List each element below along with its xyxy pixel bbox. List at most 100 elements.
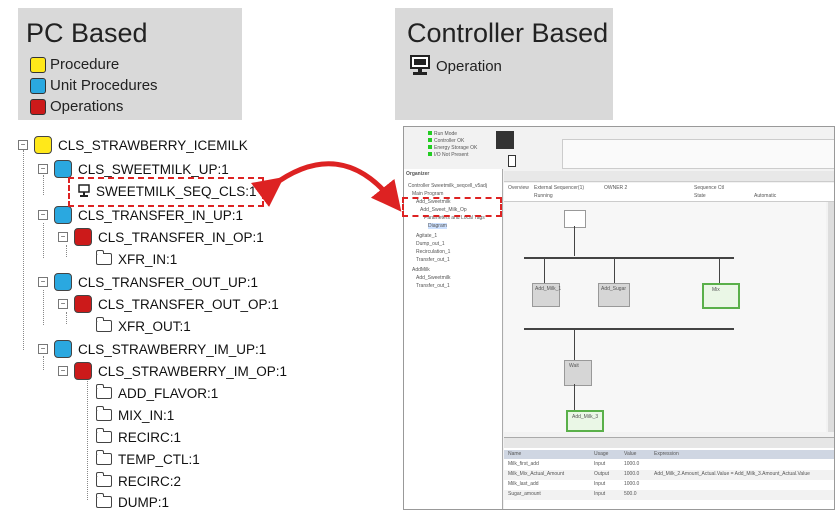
column-expression: Expression bbox=[654, 451, 679, 457]
sfc-link bbox=[574, 226, 575, 256]
column-name: Name bbox=[508, 451, 522, 457]
unit-procedure-swatch-icon bbox=[30, 77, 46, 94]
procedure-swatch-icon bbox=[30, 56, 46, 73]
tree-node-unit-procedure[interactable]: − CLS_SWEETMILK_UP:1 bbox=[38, 160, 229, 178]
procedure-icon bbox=[34, 136, 52, 154]
tree-node-phase[interactable]: DUMP:1 bbox=[96, 493, 169, 511]
legend-unit-procedures: Unit Procedures bbox=[30, 77, 158, 94]
tree-node-unit-procedure[interactable]: − CLS_TRANSFER_OUT_UP:1 bbox=[38, 273, 258, 291]
sequence-header: Overview External Sequencer(1) OWNER 2 S… bbox=[504, 183, 834, 202]
cell-name: Milk_last_add bbox=[508, 481, 539, 487]
operation-computer-icon bbox=[410, 55, 430, 75]
tree-node-label: CLS_TRANSFER_IN_OP:1 bbox=[98, 229, 264, 245]
collapse-icon[interactable]: − bbox=[58, 232, 68, 242]
tree-node-phase[interactable]: ADD_FLAVOR:1 bbox=[96, 384, 218, 402]
cell-value: 500.0 bbox=[624, 491, 637, 497]
folder-icon bbox=[96, 250, 112, 265]
table-header: Name Usage Value Expression bbox=[504, 450, 834, 459]
sfc-branch-bar bbox=[524, 257, 734, 259]
sfc-step-active[interactable]: Add_Milk_3 bbox=[566, 410, 604, 432]
collapse-icon[interactable]: − bbox=[58, 299, 68, 309]
table-row[interactable]: Milk_last_add Input 1000.0 bbox=[504, 480, 834, 490]
sfc-step[interactable]: Add_Sugar bbox=[598, 283, 630, 307]
tree-node-operation[interactable]: − CLS_TRANSFER_IN_OP:1 bbox=[58, 228, 264, 246]
operation-swatch-icon bbox=[30, 98, 46, 115]
tree-connector-root bbox=[23, 150, 24, 350]
header-sequence: Sequence Ctl bbox=[694, 185, 725, 191]
table-row[interactable]: Sugar_amount Input 500.0 bbox=[504, 490, 834, 500]
tree-node-label: DUMP:1 bbox=[118, 494, 170, 510]
organizer-item[interactable]: Agitate_1 bbox=[416, 233, 438, 239]
organizer-item[interactable]: Add_Sweet_Milk_Op bbox=[420, 207, 467, 213]
tree-connector-up2 bbox=[43, 223, 44, 258]
tree-node-controller-operation[interactable]: SWEETMILK_SEQ_CLS:1 bbox=[78, 182, 257, 200]
organizer-item[interactable]: Dump_out_1 bbox=[416, 241, 445, 247]
operation-icon bbox=[74, 295, 92, 313]
organizer-item[interactable]: Main Program bbox=[412, 191, 444, 197]
tree-node-label: RECIRC:1 bbox=[118, 429, 182, 445]
tree-connector-op3 bbox=[66, 312, 67, 324]
column-usage: Usage bbox=[594, 451, 609, 457]
collapse-icon[interactable]: − bbox=[38, 164, 48, 174]
tree-node-label: CLS_STRAWBERRY_ICEMILK bbox=[58, 137, 248, 153]
tree-node-phase[interactable]: XFR_OUT:1 bbox=[96, 317, 191, 335]
folder-icon bbox=[96, 450, 112, 465]
header-external-sequencer: External Sequencer(1) bbox=[534, 185, 585, 191]
folder-icon bbox=[96, 384, 112, 399]
folder-icon bbox=[96, 406, 112, 421]
organizer-item[interactable]: AddMilk bbox=[412, 267, 430, 273]
sfc-step[interactable]: Add_Milk_1 bbox=[532, 283, 562, 307]
sfc-link bbox=[574, 330, 575, 360]
unit-procedure-icon bbox=[54, 273, 72, 291]
organizer-item[interactable]: Parameters and Local Tags bbox=[424, 215, 485, 221]
organizer-item[interactable]: Add_Sweetmilk bbox=[416, 275, 451, 281]
table-row[interactable]: Milk_first_add Input 1000.0 bbox=[504, 460, 834, 470]
cell-usage: Output bbox=[594, 471, 610, 477]
sfc-step[interactable]: Wait bbox=[564, 360, 592, 386]
tree-connector-up4 bbox=[43, 356, 44, 370]
double-arrow-icon bbox=[251, 161, 402, 212]
cell-name: Milk_Mix_Actual_Amount bbox=[508, 471, 565, 477]
tree-node-phase[interactable]: MIX_IN:1 bbox=[96, 406, 174, 424]
sfc-link bbox=[574, 384, 575, 410]
organizer-item[interactable]: Recirculation_1 bbox=[416, 249, 451, 255]
tree-node-operation[interactable]: − CLS_STRAWBERRY_IM_OP:1 bbox=[58, 362, 287, 380]
organizer-item[interactable]: Transfer_out_1 bbox=[416, 283, 450, 289]
tree-node-phase[interactable]: XFR_IN:1 bbox=[96, 250, 177, 268]
tree-connector-up1 bbox=[43, 175, 44, 195]
folder-icon bbox=[96, 428, 112, 443]
folder-icon bbox=[96, 472, 112, 487]
tree-node-operation[interactable]: − CLS_TRANSFER_OUT_OP:1 bbox=[58, 295, 279, 313]
controller-operation-label: Operation bbox=[436, 57, 502, 75]
tree-node-label: MIX_IN:1 bbox=[118, 407, 175, 423]
tree-node-unit-procedure[interactable]: − CLS_TRANSFER_IN_UP:1 bbox=[38, 206, 243, 224]
sfc-link bbox=[544, 259, 545, 283]
sfc-step-label: Add_Sugar bbox=[601, 286, 627, 292]
tree-node-label: CLS_TRANSFER_IN_UP:1 bbox=[78, 207, 244, 223]
sfc-step-label: Add_Milk_1 bbox=[535, 286, 562, 292]
collapse-icon[interactable]: − bbox=[18, 140, 28, 150]
collapse-icon[interactable]: − bbox=[38, 344, 48, 354]
parameter-toolbar bbox=[504, 438, 834, 448]
tree-node-label: RECIRC:2 bbox=[118, 473, 182, 489]
organizer-item[interactable]: Controller Sweetmilk_seqcell_v5adj bbox=[408, 183, 487, 189]
tree-node-unit-procedure[interactable]: − CLS_STRAWBERRY_IM_UP:1 bbox=[38, 340, 266, 358]
tree-node-label: CLS_STRAWBERRY_IM_OP:1 bbox=[98, 363, 288, 379]
tree-node-phase[interactable]: RECIRC:1 bbox=[96, 428, 181, 446]
collapse-icon[interactable]: − bbox=[58, 366, 68, 376]
tree-node-label: SWEETMILK_SEQ_CLS:1 bbox=[96, 183, 257, 199]
tree-node-procedure[interactable]: − CLS_STRAWBERRY_ICEMILK bbox=[18, 136, 248, 154]
slot-number-box bbox=[508, 155, 516, 167]
organizer-item[interactable]: Add_Sweetmilk bbox=[416, 199, 451, 205]
cell-usage: Input bbox=[594, 481, 606, 487]
tree-node-phase[interactable]: RECIRC:2 bbox=[96, 472, 181, 490]
sfc-step-active[interactable]: Mix bbox=[702, 283, 740, 309]
tree-node-phase[interactable]: TEMP_CTL:1 bbox=[96, 450, 200, 468]
organizer-item-selected[interactable]: Diagram bbox=[428, 223, 447, 229]
collapse-icon[interactable]: − bbox=[38, 277, 48, 287]
table-row[interactable]: Milk_Mix_Actual_Amount Output 1000.0 Add… bbox=[504, 470, 834, 480]
collapse-icon[interactable]: − bbox=[38, 210, 48, 220]
organizer-item[interactable]: Transfer_out_1 bbox=[416, 257, 450, 263]
folder-icon bbox=[96, 493, 112, 508]
vertical-scrollbar[interactable] bbox=[828, 202, 834, 432]
